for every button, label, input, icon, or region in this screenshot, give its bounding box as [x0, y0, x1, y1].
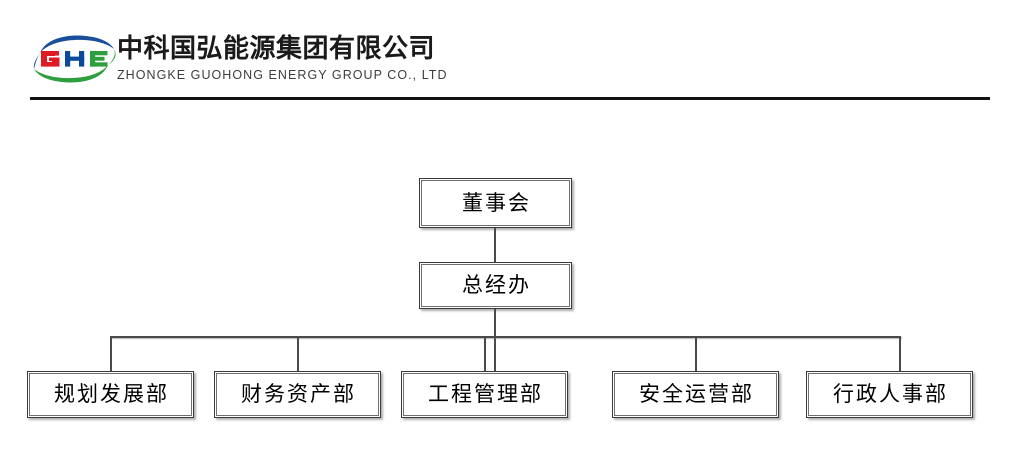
company-name-english: ZHONGKE GUOHONG ENERGY GROUP CO., LTD [117, 68, 448, 82]
connector-drop-dept-4 [899, 336, 901, 372]
org-node-department: 行政人事部 [806, 371, 973, 418]
org-node-department-label: 工程管理部 [428, 382, 543, 406]
connector-board-to-gm [494, 228, 496, 262]
connector-drop-dept-1 [297, 336, 299, 372]
connector-bus-bar [111, 336, 901, 338]
org-node-department-label: 财务资产部 [241, 382, 356, 406]
org-node-department: 规划发展部 [27, 371, 194, 418]
connector-drop-dept-3 [695, 336, 697, 372]
org-node-department: 工程管理部 [401, 371, 568, 418]
header-divider [30, 97, 990, 100]
org-node-department-label: 行政人事部 [833, 382, 948, 406]
organization-chart: 董事会 总经办 规划发展部 财务资产部 工程管理部 安全运营部 行政人事部 [0, 100, 1020, 473]
company-name-block: 中科国弘能源集团有限公司 ZHONGKE GUOHONG ENERGY GROU… [117, 34, 448, 84]
org-node-department: 财务资产部 [214, 371, 381, 418]
connector-drop-dept-2 [484, 336, 486, 372]
ghe-logo-icon [33, 35, 116, 83]
connector-drop-dept-0 [110, 336, 112, 372]
org-node-department-label: 安全运营部 [639, 382, 754, 406]
company-name-chinese: 中科国弘能源集团有限公司 [117, 34, 436, 64]
connector-gm-to-bus [494, 309, 496, 372]
org-node-board: 董事会 [419, 178, 572, 228]
org-node-general-manager-office-label: 总经办 [462, 273, 531, 297]
letterhead: 中科国弘能源集团有限公司 ZHONGKE GUOHONG ENERGY GROU… [0, 0, 1020, 100]
org-node-general-manager-office: 总经办 [419, 262, 572, 309]
company-logo [28, 33, 120, 85]
org-node-department-label: 规划发展部 [54, 382, 169, 406]
org-node-department: 安全运营部 [612, 371, 779, 418]
org-node-board-label: 董事会 [462, 190, 531, 215]
